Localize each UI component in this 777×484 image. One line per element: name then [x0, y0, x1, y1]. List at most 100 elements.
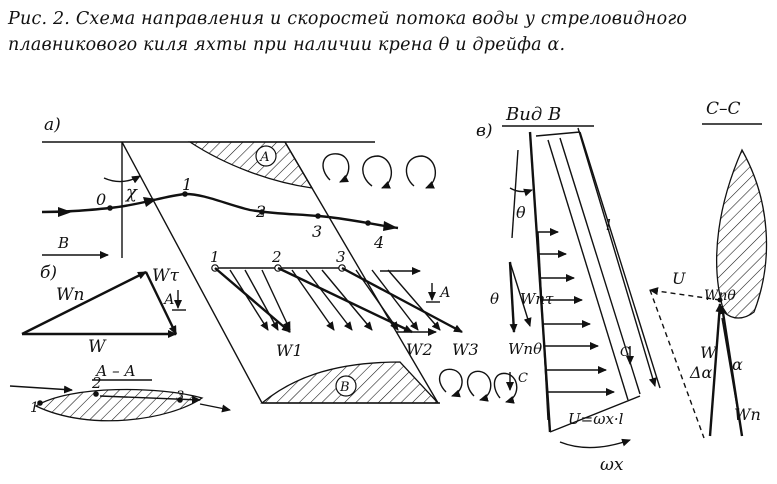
wn-theta-label-cc: Wnθ — [704, 288, 736, 304]
section-aa: А – А 1 2 3 — [9, 362, 231, 422]
vortex-5 — [466, 370, 492, 402]
omega-x-label: ωx — [600, 455, 624, 475]
keel-bottom-edge — [549, 395, 641, 433]
wn-label: Wn — [56, 285, 84, 305]
aa-point-2 — [93, 391, 99, 397]
streamline-arrow-2 — [143, 197, 157, 207]
w-label-cc: W — [700, 343, 718, 362]
normal-component-3a — [355, 269, 399, 331]
theta-small-label: θ — [490, 290, 499, 308]
zone-a-circle — [255, 145, 277, 167]
wtau-label: Wτ — [152, 266, 179, 286]
delta-alpha-label: Δα — [689, 363, 713, 382]
point-3 — [315, 213, 321, 219]
w1-vector — [214, 267, 291, 333]
view-v-title: Вид В — [505, 104, 561, 125]
w3-label: W3 — [452, 340, 479, 359]
figure-caption: Рис. 2. Схема направления и скоростей по… — [8, 6, 770, 58]
vortex-1 — [322, 153, 350, 183]
velocity-point-3-label: 3 — [336, 248, 346, 266]
vortex-3 — [405, 155, 436, 189]
section-aa-exit-arrow — [199, 403, 231, 413]
panel-v: в) Вид В l θ θ Wnτ Wnθ С С U= — [476, 104, 661, 475]
keel-line-3 — [579, 131, 661, 389]
vortex-4 — [438, 368, 463, 398]
point-2 — [259, 209, 265, 215]
w-label: W — [88, 337, 107, 357]
panel-b-label: б) — [40, 263, 57, 283]
keel-top-edge — [535, 131, 581, 137]
keel-section-cc — [716, 148, 768, 319]
zone-a-label: А — [259, 150, 270, 165]
point-1-label: 1 — [182, 175, 192, 194]
panel-a-label: а) — [44, 115, 61, 135]
wn-theta-vector-small — [508, 261, 518, 333]
span-l-label: l — [606, 216, 611, 234]
normal-component-3c — [387, 269, 441, 331]
wn-theta-label: Wnθ — [508, 340, 542, 358]
w1-label: W1 — [276, 341, 303, 360]
zone-b-circle — [335, 375, 357, 397]
c-arrow-label-2: С — [518, 371, 528, 386]
section-aa-title: А – А — [95, 362, 136, 380]
u-vector — [649, 287, 721, 301]
span-direction-arrow — [577, 127, 657, 387]
streamline-arrow-1 — [58, 207, 72, 217]
keel-line-1 — [547, 139, 629, 401]
point-0-label: 0 — [96, 190, 106, 209]
alpha-label: α — [732, 355, 743, 374]
point-3-label: 3 — [312, 222, 322, 241]
wn-tau-label: Wnτ — [520, 290, 554, 308]
panel-v-label: в) — [476, 121, 493, 141]
point-0 — [107, 205, 113, 211]
omega-rotation-arrow — [559, 438, 631, 449]
velocity-envelope — [537, 231, 549, 421]
normal-component-1c — [261, 269, 291, 331]
zone-b-label: В — [339, 380, 350, 395]
flow-b-label: В — [57, 234, 69, 252]
chi-angle-arc — [103, 175, 141, 184]
point-1 — [182, 191, 188, 197]
point-4-label: 4 — [373, 233, 384, 252]
normal-component-1a — [229, 269, 269, 331]
aa-point-3-label: 3 — [176, 389, 184, 404]
w-vector-cc — [708, 303, 724, 437]
normal-component-2a — [291, 269, 335, 331]
w2-vector — [277, 266, 413, 334]
caption-line-2: плавникового киля яхты при наличии крена… — [8, 35, 566, 55]
vortex-2 — [362, 155, 392, 189]
keel-leading-edge — [121, 141, 263, 404]
streamline-arrow-3 — [383, 221, 398, 231]
panel-b: б) Wn Wτ W А — [21, 263, 186, 357]
keel-line-2 — [559, 137, 641, 395]
velocity-point-2-label: 2 — [271, 248, 282, 266]
section-aa-flow-arrow — [9, 385, 73, 394]
aa-point-1 — [37, 400, 43, 406]
panel-a: а) χ А 0 1 2 3 4 — [41, 115, 518, 404]
section-a-arrow-label: А — [439, 285, 451, 301]
wn-tau-vector — [509, 261, 532, 327]
separation-zone-a — [187, 141, 314, 189]
wn-label-cc: Wn — [734, 405, 761, 424]
u-formula-label: U=ωx·l — [568, 410, 624, 428]
velocity-diagrams: 1 2 3 W1 W2 W3 А — [210, 248, 479, 360]
caption-line-1: Рис. 2. Схема направления и скоростей по… — [8, 9, 688, 29]
aa-point-2-label: 2 — [91, 374, 102, 392]
normal-component-1b — [244, 269, 279, 331]
streamline — [41, 192, 399, 230]
w2-label: W2 — [406, 340, 433, 359]
point-2-label: 2 — [255, 202, 266, 221]
normal-component-2b — [305, 269, 353, 331]
u-label: U — [672, 269, 686, 288]
normal-component-2c — [321, 269, 373, 331]
theta-vertical-line — [511, 149, 519, 239]
c-arrow-label-1: С — [620, 345, 630, 360]
aa-point-1-label: 1 — [30, 400, 39, 416]
point-4 — [365, 220, 371, 226]
velocity-point-1-label: 1 — [210, 248, 220, 266]
normal-component-3b — [371, 269, 419, 331]
section-cc: С–С U Wnθ W Δα α Wn — [649, 99, 768, 439]
vortex-6 — [493, 372, 518, 404]
section-cc-title: С–С — [706, 99, 741, 119]
